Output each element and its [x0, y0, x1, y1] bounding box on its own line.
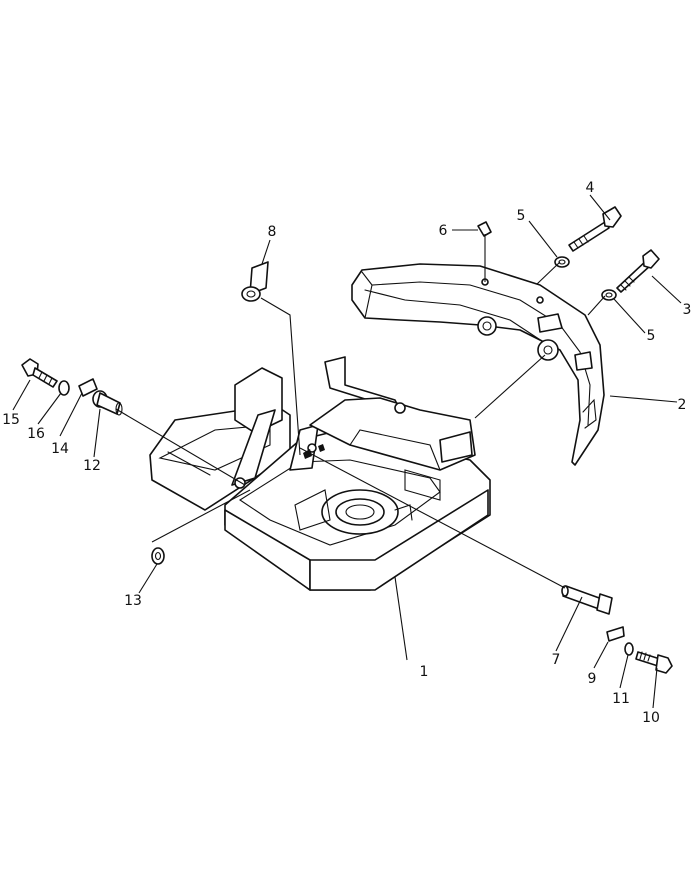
callout-2: 2 [678, 397, 687, 413]
callout-7: 7 [552, 652, 561, 668]
callout-8: 8 [268, 224, 277, 240]
callout-13: 13 [124, 593, 142, 609]
bolt-part-3 [616, 249, 660, 293]
callout-10: 10 [642, 710, 660, 726]
washer-part-16 [58, 380, 70, 396]
pin-part-7 [561, 585, 613, 615]
plate-part-9 [606, 626, 625, 642]
plate-part-14 [78, 378, 98, 397]
revolving-frame-part [149, 356, 491, 591]
leader-lines [12, 194, 682, 709]
bolt-part-15 [21, 358, 58, 388]
callout-14: 14 [51, 441, 69, 457]
bushing-part-8 [241, 261, 269, 302]
callout-labels: 1 2 3 4 5 5 6 7 8 9 10 11 12 13 14 15 16 [2, 180, 691, 726]
callout-6: 6 [439, 223, 448, 239]
washer-part-5-lower [601, 289, 617, 301]
callout-11: 11 [612, 691, 630, 707]
callout-5-upper: 5 [517, 208, 526, 224]
washer-part-13 [151, 547, 165, 565]
callout-4: 4 [586, 180, 595, 196]
callout-9: 9 [588, 671, 597, 687]
callout-16: 16 [27, 426, 45, 442]
counterweight-part [351, 263, 605, 466]
washer-part-5-upper [554, 256, 570, 268]
bolt-part-10 [635, 651, 673, 674]
callout-5-lower: 5 [647, 328, 656, 344]
washer-part-11 [624, 642, 634, 656]
callout-1: 1 [420, 664, 429, 680]
bolt-part-4 [568, 206, 622, 252]
callout-15: 15 [2, 412, 20, 428]
pin-part-12 [92, 390, 123, 416]
plug-part-6 [477, 221, 492, 237]
callout-12: 12 [83, 458, 101, 474]
callout-3: 3 [683, 302, 692, 318]
